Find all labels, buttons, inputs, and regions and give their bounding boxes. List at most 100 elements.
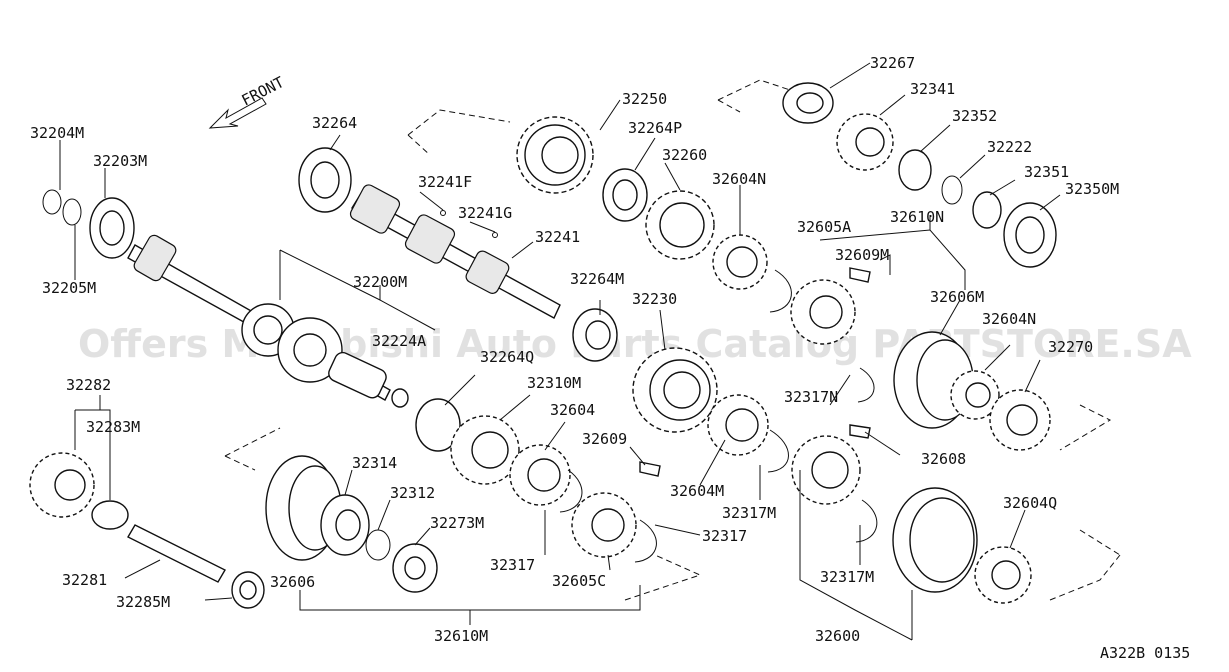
label-32205M: 32205M bbox=[42, 279, 96, 297]
label-32264Q: 32264Q bbox=[480, 348, 534, 366]
label-32609: 32609 bbox=[582, 430, 627, 448]
label-32610N: 32610N bbox=[890, 208, 944, 226]
hub-32604M bbox=[707, 394, 769, 456]
ring-32317M-upper bbox=[769, 269, 792, 313]
synchronizer-hub-32605C bbox=[571, 492, 637, 558]
label-32230: 32230 bbox=[632, 290, 677, 308]
label-32604: 32604 bbox=[550, 401, 595, 419]
label-32282: 32282 bbox=[66, 376, 111, 394]
mainshaft-32241 bbox=[349, 184, 561, 319]
part-labels: 32204M 32203M 32205M 32264 32241F 32241G… bbox=[30, 54, 1190, 662]
label-32350M: 32350M bbox=[1065, 180, 1119, 198]
washer-32205M bbox=[62, 198, 82, 226]
synchronizer-hub-32605A bbox=[790, 279, 856, 345]
label-32310M: 32310M bbox=[527, 374, 581, 392]
label-32317-b: 32317 bbox=[702, 527, 747, 545]
bushing-32352 bbox=[898, 149, 932, 191]
ring-32317-a bbox=[559, 469, 583, 513]
key-32609 bbox=[639, 461, 661, 477]
label-32352: 32352 bbox=[952, 107, 997, 125]
gear-32250 bbox=[516, 116, 594, 194]
bushing-32285M bbox=[231, 571, 265, 609]
label-32606: 32606 bbox=[270, 573, 315, 591]
label-32264M: 32264M bbox=[570, 270, 624, 288]
label-32317M-low: 32317M bbox=[820, 568, 874, 586]
bearing-32264 bbox=[298, 147, 352, 213]
ring-32317M-mid bbox=[767, 429, 789, 473]
label-32600: 32600 bbox=[815, 627, 860, 645]
label-32605A: 32605A bbox=[797, 218, 851, 236]
hub-32604 bbox=[509, 444, 571, 506]
label-32273M: 32273M bbox=[430, 514, 484, 532]
label-32604Q: 32604Q bbox=[1003, 494, 1057, 512]
front-label: FRONT bbox=[239, 73, 287, 110]
label-32285M: 32285M bbox=[116, 593, 170, 611]
label-32270: 32270 bbox=[1048, 338, 1093, 356]
label-32317N: 32317N bbox=[784, 388, 838, 406]
label-32351: 32351 bbox=[1024, 163, 1069, 181]
gear-32260 bbox=[645, 190, 715, 260]
label-32312: 32312 bbox=[390, 484, 435, 502]
front-arrow-icon bbox=[208, 97, 267, 129]
bearing-32273M bbox=[392, 543, 438, 593]
ring-32317-b bbox=[634, 519, 657, 563]
label-32341: 32341 bbox=[910, 80, 955, 98]
key-32609M bbox=[849, 267, 871, 283]
label-32314: 32314 bbox=[352, 454, 397, 472]
label-32200M: 32200M bbox=[353, 273, 407, 291]
label-32250: 32250 bbox=[622, 90, 667, 108]
gear-32341 bbox=[836, 113, 894, 171]
label-32610M: 32610M bbox=[434, 627, 488, 645]
countershaft-gear-32264Q bbox=[415, 398, 461, 452]
bushing-32283M bbox=[91, 500, 129, 530]
key-32608 bbox=[849, 424, 871, 439]
label-32608: 32608 bbox=[921, 450, 966, 468]
thrust-washer-32267 bbox=[782, 82, 834, 124]
input-shaft-32200M bbox=[127, 234, 409, 408]
leader-lines bbox=[59, 62, 1061, 641]
snap-ring-32312 bbox=[365, 529, 391, 561]
label-32604N-upper: 32604N bbox=[712, 170, 766, 188]
label-32609M: 32609M bbox=[835, 246, 889, 264]
hub-32604Q bbox=[974, 546, 1032, 604]
hub-32604N-upper bbox=[712, 234, 768, 290]
figure-code: A322B 0135 bbox=[1100, 644, 1190, 662]
sleeve-32606 bbox=[265, 455, 342, 561]
label-32604M: 32604M bbox=[670, 482, 724, 500]
reverse-shaft-32281 bbox=[127, 524, 226, 583]
snap-ring-32204M bbox=[42, 189, 62, 215]
label-32283M: 32283M bbox=[86, 418, 140, 436]
hub-32604N-lower bbox=[950, 370, 1000, 420]
ring-32317N bbox=[857, 367, 875, 403]
label-32203M: 32203M bbox=[93, 152, 147, 170]
label-32605C: 32605C bbox=[552, 572, 606, 590]
washer-32351 bbox=[972, 191, 1002, 229]
label-32222: 32222 bbox=[987, 138, 1032, 156]
label-32204M: 32204M bbox=[30, 124, 84, 142]
snap-ring-32222 bbox=[941, 175, 963, 205]
label-32241F: 32241F bbox=[418, 173, 472, 191]
label-32267: 32267 bbox=[870, 54, 915, 72]
label-32281: 32281 bbox=[62, 571, 107, 589]
sleeve-32600 bbox=[892, 487, 978, 593]
label-32241G: 32241G bbox=[458, 204, 512, 222]
gear-32270 bbox=[989, 389, 1051, 451]
label-32260: 32260 bbox=[662, 146, 707, 164]
hub-32314 bbox=[320, 494, 370, 556]
bearing-32203M bbox=[89, 197, 135, 259]
bearing-32264M bbox=[572, 308, 618, 362]
label-32241: 32241 bbox=[535, 228, 580, 246]
ring-32317M-low bbox=[855, 499, 878, 543]
label-32606M: 32606M bbox=[930, 288, 984, 306]
gear-32600 bbox=[791, 435, 861, 505]
reverse-gear-32282 bbox=[29, 452, 95, 518]
label-32224A: 32224A bbox=[372, 332, 426, 350]
bearing-32350M bbox=[1003, 202, 1057, 268]
label-32317-a: 32317 bbox=[490, 556, 535, 574]
label-32264: 32264 bbox=[312, 114, 357, 132]
guide-frames bbox=[224, 79, 1121, 601]
label-32604N-lower: 32604N bbox=[982, 310, 1036, 328]
label-32317M-mid: 32317M bbox=[722, 504, 776, 522]
gear-32310M bbox=[450, 415, 520, 485]
